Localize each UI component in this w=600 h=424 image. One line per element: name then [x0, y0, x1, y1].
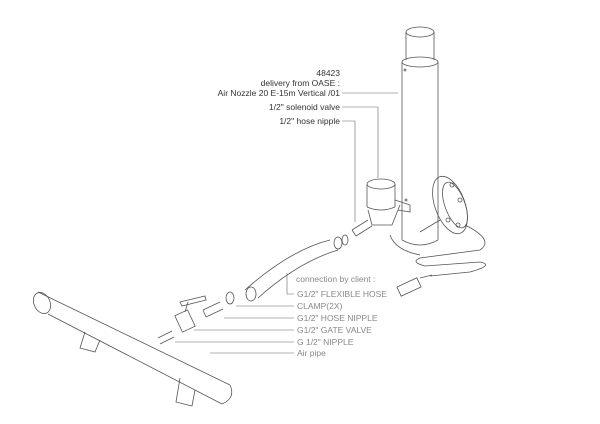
article-number: 48423: [316, 68, 340, 78]
client-hose-nipple: [202, 301, 224, 318]
leader-lines: [175, 92, 398, 354]
air-pipe: [32, 291, 233, 407]
client-item-gate-valve: G1/2" GATE VALVE: [297, 325, 372, 335]
client-item-nipple: G 1/2" NIPPLE: [297, 337, 354, 347]
gate-valve: [174, 295, 207, 333]
cable: [415, 224, 487, 277]
air-nozzle-tube: [401, 26, 439, 246]
hose-nipple-label: 1/2" hose nipple: [279, 116, 340, 126]
plug: [396, 277, 422, 297]
control-housing: [419, 175, 468, 235]
client-item-hose-nipple: G1/2" HOSE NIPPLE: [297, 313, 378, 323]
nipple: [157, 330, 175, 345]
delivery-from-label: delivery from OASE :: [260, 78, 340, 88]
solenoid-valve-label: 1/2" solenoid valve: [268, 102, 340, 112]
client-item-flexible-hose: G1/2" FLEXIBLE HOSE: [297, 289, 387, 299]
clamp: [225, 234, 349, 305]
solenoid-valve: [366, 178, 411, 226]
product-label: Air Nozzle 20 E-15m Vertical /01: [217, 88, 340, 98]
client-item-clamp: CLAMP(2X): [297, 301, 343, 311]
hose-nipple: [351, 219, 373, 237]
client-item-air-pipe: Air pipe: [297, 348, 326, 358]
client-heading: connection by client :: [296, 274, 376, 284]
